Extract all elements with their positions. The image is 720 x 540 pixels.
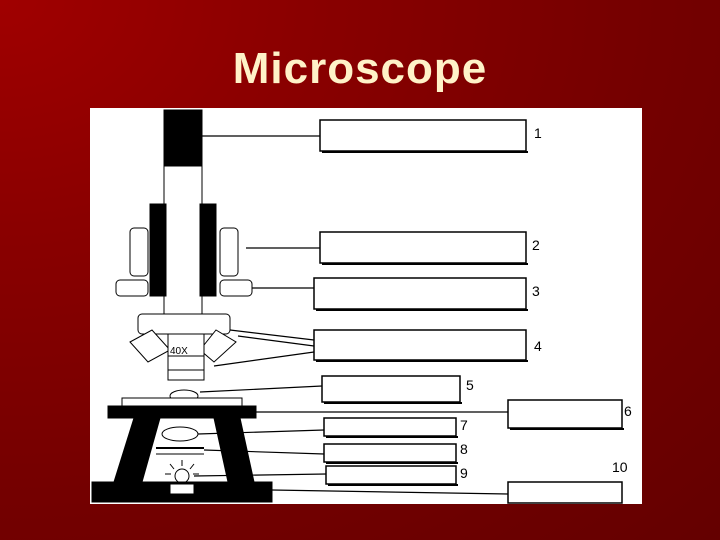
answer-box-6[interactable] xyxy=(507,399,623,429)
stage-plate xyxy=(121,397,243,407)
number-labels: 1 2 3 4 5 6 7 8 9 10 xyxy=(460,125,632,481)
label-9: 9 xyxy=(460,465,468,481)
stage xyxy=(107,405,257,419)
label-5: 5 xyxy=(466,377,474,393)
label-8: 8 xyxy=(460,441,468,457)
label-7: 7 xyxy=(460,417,468,433)
answer-box-8[interactable] xyxy=(323,443,457,463)
answer-box-3[interactable] xyxy=(313,277,527,310)
microscope-diagram: 40X xyxy=(91,109,632,504)
arm-clamp-left xyxy=(149,203,167,297)
answer-box-7[interactable] xyxy=(323,417,457,437)
lens-magnification-label: 40X xyxy=(170,346,188,357)
fine-knob-right xyxy=(219,279,253,297)
coarse-knob-right xyxy=(219,227,239,277)
diagram-panel: 40X xyxy=(90,108,642,504)
answer-box-1[interactable] xyxy=(319,119,527,152)
objective-center xyxy=(167,333,205,381)
answer-box-5[interactable] xyxy=(321,375,461,403)
answer-box-2[interactable] xyxy=(319,231,527,264)
label-4: 4 xyxy=(534,338,542,354)
slide-title: Microscope xyxy=(232,44,488,93)
label-10: 10 xyxy=(612,459,628,475)
answer-boxes xyxy=(313,119,624,504)
eyepiece xyxy=(163,109,203,167)
objective-right xyxy=(199,329,237,363)
answer-box-10[interactable] xyxy=(507,481,623,504)
label-6: 6 xyxy=(624,403,632,419)
diaphragm xyxy=(161,426,199,442)
label-2: 2 xyxy=(532,237,540,253)
microscope-drawing xyxy=(91,109,273,503)
label-3: 3 xyxy=(532,283,540,299)
fine-knob-left xyxy=(115,279,149,297)
coarse-knob-left xyxy=(129,227,149,277)
objective-left xyxy=(129,329,171,363)
leg-left xyxy=(113,417,161,483)
body-tube xyxy=(163,165,203,315)
leader-lines xyxy=(193,135,509,495)
arm-clamp-right xyxy=(199,203,217,297)
label-1: 1 xyxy=(534,125,542,141)
answer-box-9[interactable] xyxy=(325,465,457,485)
answer-box-4[interactable] xyxy=(313,329,527,361)
